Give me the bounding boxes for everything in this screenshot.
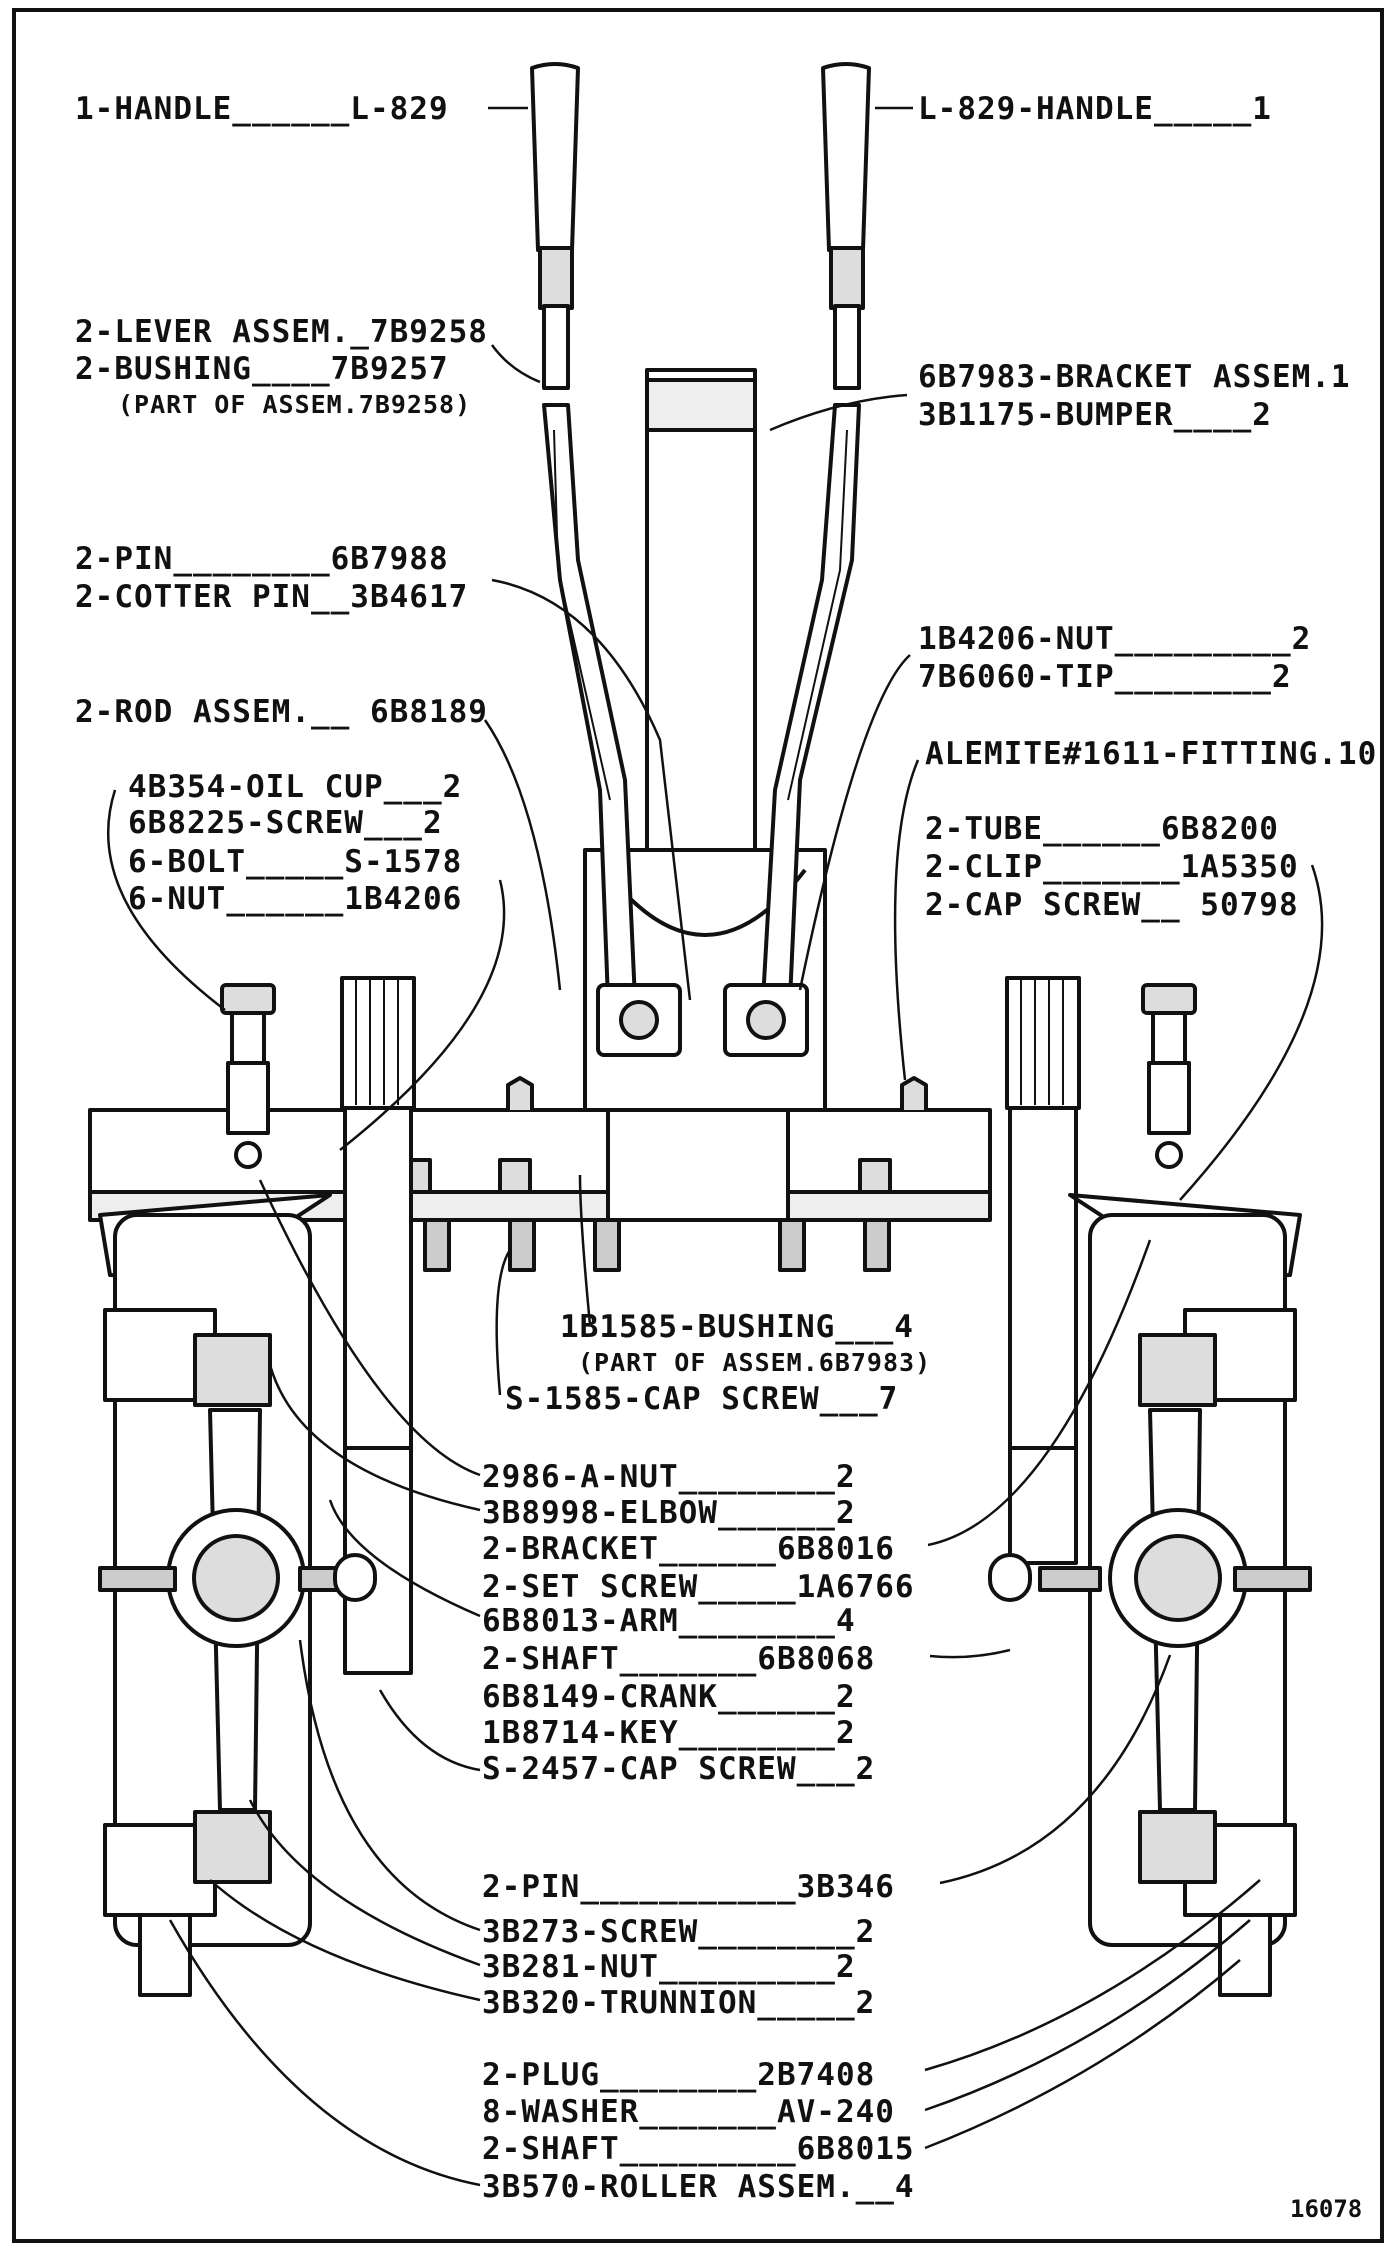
label-cotter-pin: 2-COTTER PIN__3B4617 bbox=[75, 579, 469, 615]
label-nut-3b281: 3B281-NUT_________2 bbox=[482, 1949, 856, 1985]
grease-fittings bbox=[506, 1076, 928, 1110]
label-key: 1B8714-KEY________2 bbox=[482, 1715, 856, 1751]
label-trunnion: 3B320-TRUNNION_____2 bbox=[482, 1985, 876, 2021]
label-bumper: 3B1175-BUMPER____2 bbox=[918, 397, 1272, 433]
label-nut-6: 6-NUT______1B4206 bbox=[128, 881, 463, 917]
label-shaft-6b8068: 2-SHAFT_______6B8068 bbox=[482, 1641, 876, 1677]
label-cap-screw-s2457: S-2457-CAP SCREW___2 bbox=[482, 1751, 876, 1787]
label-elbow: 3B8998-ELBOW______2 bbox=[482, 1495, 856, 1531]
left-roller-assembly bbox=[98, 1213, 377, 1997]
label-pin-3b346: 2-PIN___________3B346 bbox=[482, 1869, 895, 1905]
label-bracket-assem: 6B7983-BRACKET ASSEM.1 bbox=[918, 359, 1351, 395]
label-handle-right: L-829-HANDLE_____1 bbox=[918, 91, 1272, 127]
right-lever bbox=[761, 62, 871, 1002]
label-washer: 8-WASHER_______AV-240 bbox=[482, 2094, 895, 2130]
label-bracket-6b8016: 2-BRACKET______6B8016 bbox=[482, 1531, 895, 1567]
lever-pivot-blocks bbox=[596, 983, 809, 1057]
label-bushing-1b1585: 1B1585-BUSHING___4 bbox=[560, 1309, 914, 1345]
label-nut-2986a: 2986-A-NUT________2 bbox=[482, 1459, 856, 1495]
drawing-border bbox=[12, 8, 1384, 2243]
label-roller-assem: 3B570-ROLLER ASSEM.__4 bbox=[482, 2169, 915, 2205]
label-clip: 2-CLIP_______1A5350 bbox=[925, 849, 1299, 885]
label-tube: 2-TUBE______6B8200 bbox=[925, 811, 1279, 847]
label-arm: 6B8013-ARM________4 bbox=[482, 1603, 856, 1639]
label-bushing: 2-BUSHING____7B9257 bbox=[75, 351, 449, 387]
label-screw-6b8225: 6B8225-SCREW___2 bbox=[128, 805, 443, 841]
right-roller-assembly bbox=[988, 1213, 1312, 1997]
figure-number: 16078 bbox=[1290, 2195, 1363, 2223]
label-lever-assem: 2-LEVER ASSEM._7B9258 bbox=[75, 314, 488, 350]
label-set-screw: 2-SET SCREW_____1A6766 bbox=[482, 1569, 915, 1605]
label-cap-screw-50798: 2-CAP SCREW__ 50798 bbox=[925, 887, 1299, 923]
label-handle-left: 1-HANDLE______L-829 bbox=[75, 91, 449, 127]
oil-cups bbox=[220, 983, 1197, 1169]
label-alemite-fitting: ALEMITE#1611-FITTING.10 bbox=[925, 736, 1378, 772]
label-plug: 2-PLUG________2B7408 bbox=[482, 2057, 876, 2093]
label-oil-cup: 4B354-OIL CUP___2 bbox=[128, 769, 463, 805]
label-pin-top: 2-PIN________6B7988 bbox=[75, 541, 449, 577]
label-rod-assem: 2-ROD ASSEM.__ 6B8189 bbox=[75, 694, 488, 730]
label-part-of-bracket-assem: (PART OF ASSEM.6B7983) bbox=[578, 1348, 932, 1377]
label-cap-screw-s1585: S-1585-CAP SCREW___7 bbox=[505, 1381, 899, 1417]
label-nut-1b4206: 1B4206-NUT_________2 bbox=[918, 621, 1312, 657]
label-shaft-6b8015: 2-SHAFT_________6B8015 bbox=[482, 2131, 915, 2167]
left-lever bbox=[530, 62, 637, 1002]
label-bolt: 6-BOLT_____S-1578 bbox=[128, 844, 463, 880]
label-part-of-lever-assem: (PART OF ASSEM.7B9258) bbox=[118, 390, 472, 419]
label-tip: 7B6060-TIP________2 bbox=[918, 659, 1292, 695]
label-crank: 6B8149-CRANK______2 bbox=[482, 1679, 856, 1715]
label-screw-3b273: 3B273-SCREW________2 bbox=[482, 1914, 876, 1950]
